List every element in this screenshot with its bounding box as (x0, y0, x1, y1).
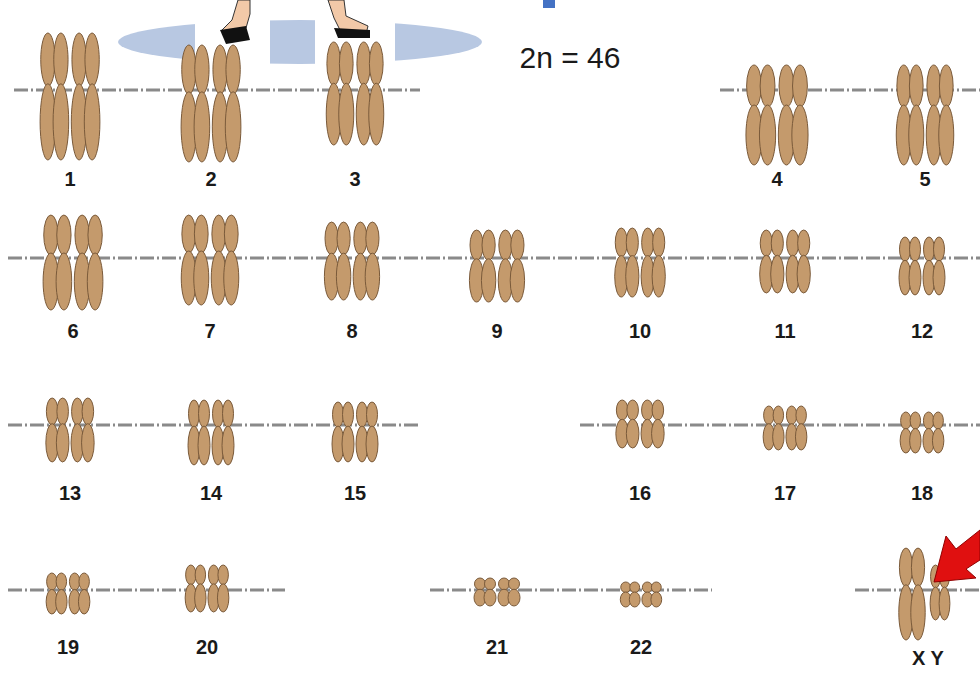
chromosome-number: 10 (629, 321, 651, 341)
chromosome-number: 7 (204, 321, 215, 341)
chromosome-number: 16 (629, 483, 651, 503)
chromosome-pairs (40, 33, 954, 640)
chromosome-number: 5 (919, 169, 930, 189)
chromosome-number: 9 (491, 321, 502, 341)
chromosome-number: 22 (630, 637, 652, 657)
chromosome-number: 18 (911, 483, 933, 503)
chromosome-number: 3 (349, 169, 360, 189)
chromosome-number: 17 (774, 483, 796, 503)
chromosome-number: 12 (911, 321, 933, 341)
chromosome-number: 6 (67, 321, 78, 341)
chromosome-number: 19 (57, 637, 79, 657)
chromosome-number: 8 (346, 321, 357, 341)
chromosome-number: 1 (64, 169, 75, 189)
chromosome-number: 20 (196, 637, 218, 657)
chromosome-number: 21 (486, 637, 508, 657)
chromosome-number: 14 (200, 483, 222, 503)
pointer-arrow (934, 530, 980, 582)
chromosome-number: X Y (912, 648, 944, 668)
chromosome-number: 13 (59, 483, 81, 503)
chromosome-number: 11 (774, 321, 795, 341)
chromosome-count: 2n = 46 (520, 43, 621, 73)
chromosome-number: 4 (771, 169, 782, 189)
chromosome-number: 15 (344, 483, 366, 503)
row-line (8, 90, 980, 590)
chromosome-number: 2 (205, 169, 216, 189)
